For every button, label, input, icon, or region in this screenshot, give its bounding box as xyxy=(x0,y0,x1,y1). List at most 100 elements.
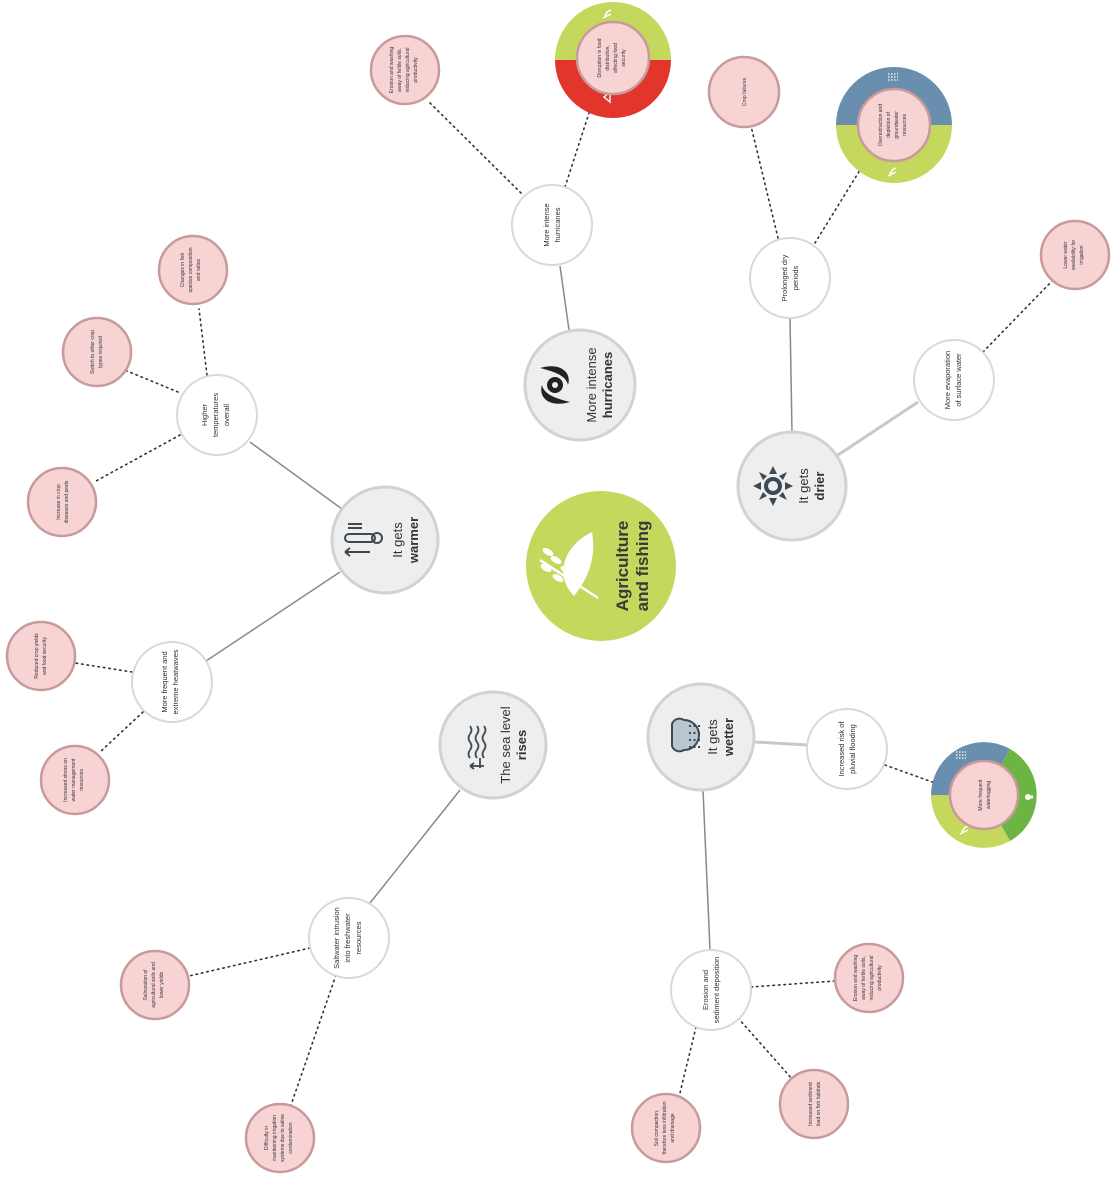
connector-wetter-erosion xyxy=(702,789,711,951)
leaf-circle xyxy=(833,942,905,1014)
connector-wetter-pluvial xyxy=(754,740,809,747)
thermometer-up-icon xyxy=(344,523,383,557)
leaf-label-line1: Overextraction and xyxy=(878,104,884,146)
hub-circle xyxy=(438,690,548,800)
node-label-line2: of surface water xyxy=(954,353,963,407)
leaf-label-line2: types required xyxy=(98,336,104,368)
hub-drier[interactable]: It gets drier xyxy=(736,430,848,542)
node-label-line1: Higher xyxy=(200,403,209,426)
hub-circle xyxy=(330,485,440,595)
node-evaporation[interactable]: More evaporation of surface water xyxy=(913,339,995,421)
node-heatwaves[interactable]: More frequent and extreme heatwaves xyxy=(131,641,213,723)
leaf-label-line1: Salinization of xyxy=(143,969,149,1001)
leaf-crop-failures[interactable]: Crop failures xyxy=(707,55,781,129)
leaf-waterlogging[interactable]: More frequent waterlogging xyxy=(948,759,1020,831)
leaf-label-line2: agricultural soils and xyxy=(151,962,157,1008)
node-label-line2: sediment deposition xyxy=(712,957,721,1024)
leaf-label-line1: Crop failures xyxy=(742,77,748,106)
leaf-groundwater[interactable]: Overextraction and depletion of groundwa… xyxy=(856,87,932,163)
plant-icon xyxy=(959,825,969,835)
leaf-label-line2: waterlogging xyxy=(986,781,992,810)
node-label-line2: periods xyxy=(791,265,800,290)
leaf-label-line1: Changes in fish xyxy=(180,253,186,288)
connector-pluvial-waterlog xyxy=(884,764,936,784)
leaf-food-distribution[interactable]: Disruption in food distribution, affecti… xyxy=(575,20,651,96)
leaf-label-line1: Soil compaction, xyxy=(654,1110,660,1147)
leaf-label-line3: reducing agricultural xyxy=(405,47,411,92)
leaf-fish-species[interactable]: Changes in fish species composition and … xyxy=(157,234,229,306)
hub-label-line2: rises xyxy=(514,730,529,760)
leaf-crop-diseases[interactable]: Increase in crop diseases and pests xyxy=(26,466,98,538)
connector-salt-irrigation xyxy=(290,974,337,1106)
wheat-fish-icon xyxy=(539,532,599,600)
leaf-circle xyxy=(61,316,133,388)
node-label-line3: resources xyxy=(354,921,363,954)
plant-icon xyxy=(602,9,612,19)
node-circle xyxy=(308,897,390,979)
connector-erosion-compaction xyxy=(678,1026,697,1098)
leaf-label-line2: water management xyxy=(71,758,77,801)
leaf-circle xyxy=(26,466,98,538)
leaf-label-line3: reducing agricultural xyxy=(869,955,875,1000)
leaf-label-line2: away of fertile soils, xyxy=(861,956,867,1000)
node-circle xyxy=(913,339,995,421)
node-label-line1: Erosion and xyxy=(701,970,710,1010)
leaf-switch-crops[interactable]: Switch to other crop types required xyxy=(61,316,133,388)
connector-heat-yields xyxy=(74,662,133,673)
leaf-label-line1: Erosion and washing xyxy=(853,955,859,1002)
node-circle xyxy=(176,374,258,456)
sun-icon xyxy=(753,466,793,506)
leaf-label-line1: Lower water xyxy=(1063,241,1069,269)
connector-hurricanes xyxy=(559,265,570,331)
node-more-intense-hurricanes[interactable]: More intense hurricanes xyxy=(511,184,593,266)
leaf-label-line2: species composition xyxy=(188,247,194,292)
node-label-line2: temperatures xyxy=(211,393,220,437)
leaf-water-stress[interactable]: Increased stress on water management res… xyxy=(39,744,111,816)
connector-hurr-erosion xyxy=(427,100,522,194)
connector-sea-saltwater xyxy=(369,789,461,904)
leaf-label-line1: Reduced crop yields xyxy=(34,633,40,679)
leaf-label-line2: diseases and pests xyxy=(64,480,70,523)
leaf-label-line1: More frequent xyxy=(978,779,984,811)
hub-label-line1: More intense xyxy=(584,347,599,422)
leaf-label-line1: Increased stress on xyxy=(63,758,69,802)
leaf-salinization[interactable]: Salinization of agricultural soils and l… xyxy=(119,949,191,1021)
node-erosion-sediment[interactable]: Erosion and sediment deposition xyxy=(670,949,752,1031)
hub-hurricanes[interactable]: More intense hurricanes xyxy=(523,328,637,442)
node-label-line1: More intense xyxy=(542,203,551,246)
center-node-agriculture[interactable]: Agriculture and fishing xyxy=(526,491,676,641)
leaf-circle xyxy=(5,620,77,692)
center-circle xyxy=(526,491,676,641)
leaf-erosion-soils-bottom[interactable]: Erosion and washing away of fertile soil… xyxy=(833,942,905,1014)
node-label-line1: Saltwater intrusion xyxy=(332,907,341,969)
leaf-reduced-yields[interactable]: Reduced crop yields and food security xyxy=(5,620,77,692)
connector-warmer-heatwaves xyxy=(205,571,341,662)
leaf-erosion-soils-top[interactable]: Erosion and washing away of fertile soil… xyxy=(369,34,441,106)
connectors xyxy=(74,100,1054,1106)
connector-heat-water xyxy=(99,711,144,753)
center-title-line1: Agriculture xyxy=(613,521,632,612)
node-prolonged-dry-periods[interactable]: Prolonged dry periods xyxy=(749,237,831,319)
leaf-label-line2: availability for xyxy=(1071,240,1077,271)
leaf-irrigation-water[interactable]: Lower water availability for irrigation xyxy=(1039,219,1111,291)
hub-warmer[interactable]: It gets warmer xyxy=(330,485,440,595)
node-pluvial-flooding[interactable]: Increased risk of pluvial flooding xyxy=(806,708,888,790)
node-saltwater-intrusion[interactable]: Saltwater intrusion into freshwater reso… xyxy=(308,897,390,979)
hub-sea-level[interactable]: The sea level rises xyxy=(438,690,548,800)
node-label-line3: overall xyxy=(222,404,231,426)
hub-wetter[interactable]: It gets wetter xyxy=(646,682,756,792)
node-circle xyxy=(670,949,752,1031)
leaf-circle xyxy=(369,34,441,106)
leaf-label-line2: therefore less infiltration xyxy=(662,1101,668,1154)
node-label-line2: into freshwater xyxy=(343,913,352,963)
leaf-sediment-fish-habitats[interactable]: Increased sediment load on fish habitats xyxy=(778,1068,850,1140)
node-higher-temperatures[interactable]: Higher temperatures overall xyxy=(176,374,258,456)
leaf-circle xyxy=(948,759,1020,831)
node-label-line2: hurricanes xyxy=(553,207,562,242)
leaf-saline-irrigation[interactable]: Difficulty in maintaining irrigation sys… xyxy=(244,1102,316,1174)
leaf-label-line3: affecting food xyxy=(613,43,619,73)
node-label-line2: pluvial flooding xyxy=(848,724,857,774)
connector-erosion-fish xyxy=(737,1017,794,1081)
leaf-soil-compaction[interactable]: Soil compaction, therefore less infiltra… xyxy=(630,1092,702,1164)
